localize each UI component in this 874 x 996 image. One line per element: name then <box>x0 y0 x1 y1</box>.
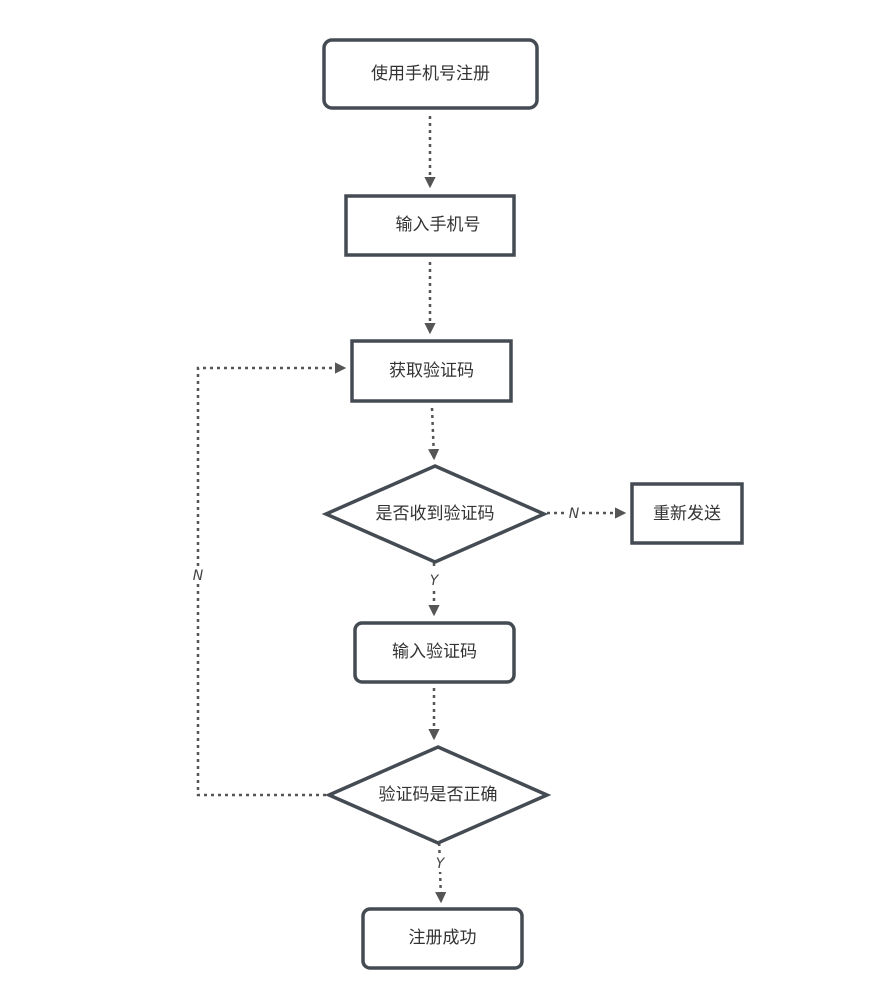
edge-label-bg <box>426 570 442 588</box>
node-received-check-label: 是否收到验证码 <box>376 504 495 524</box>
node-start-label: 使用手机号注册 <box>371 63 490 84</box>
edge-label-received-no: N <box>569 506 580 522</box>
node-received-check: 是否收到验证码 <box>321 464 549 564</box>
edge-label-bg <box>190 566 206 584</box>
node-success: 注册成功 <box>361 907 524 970</box>
edge-label-bg <box>432 854 448 872</box>
node-input-phone-label: 输入手机号 <box>396 215 481 235</box>
node-input-code-label: 输入验证码 <box>392 642 477 662</box>
node-resend: 重新发送 <box>630 482 744 545</box>
node-resend-label: 重新发送 <box>653 504 721 524</box>
edge-label-correct-no: N <box>193 568 204 584</box>
node-get-code: 获取验证码 <box>350 339 513 403</box>
edge-label-correct-yes: Y <box>436 856 446 872</box>
edge-correct-check-to-get-code <box>196 362 347 797</box>
node-input-phone: 输入手机号 <box>344 194 516 257</box>
edge-get-code-to-received-check <box>428 407 440 461</box>
node-start: 使用手机号注册 <box>322 38 539 110</box>
edge-label-bg <box>566 504 582 522</box>
node-get-code-label: 获取验证码 <box>389 361 474 381</box>
node-correct-check-label: 验证码是否正确 <box>379 785 498 805</box>
node-input-code: 输入验证码 <box>353 621 516 684</box>
edge-label-received-yes: Y <box>430 573 440 589</box>
node-success-label: 注册成功 <box>409 928 477 948</box>
node-correct-check: 验证码是否正确 <box>324 745 552 845</box>
